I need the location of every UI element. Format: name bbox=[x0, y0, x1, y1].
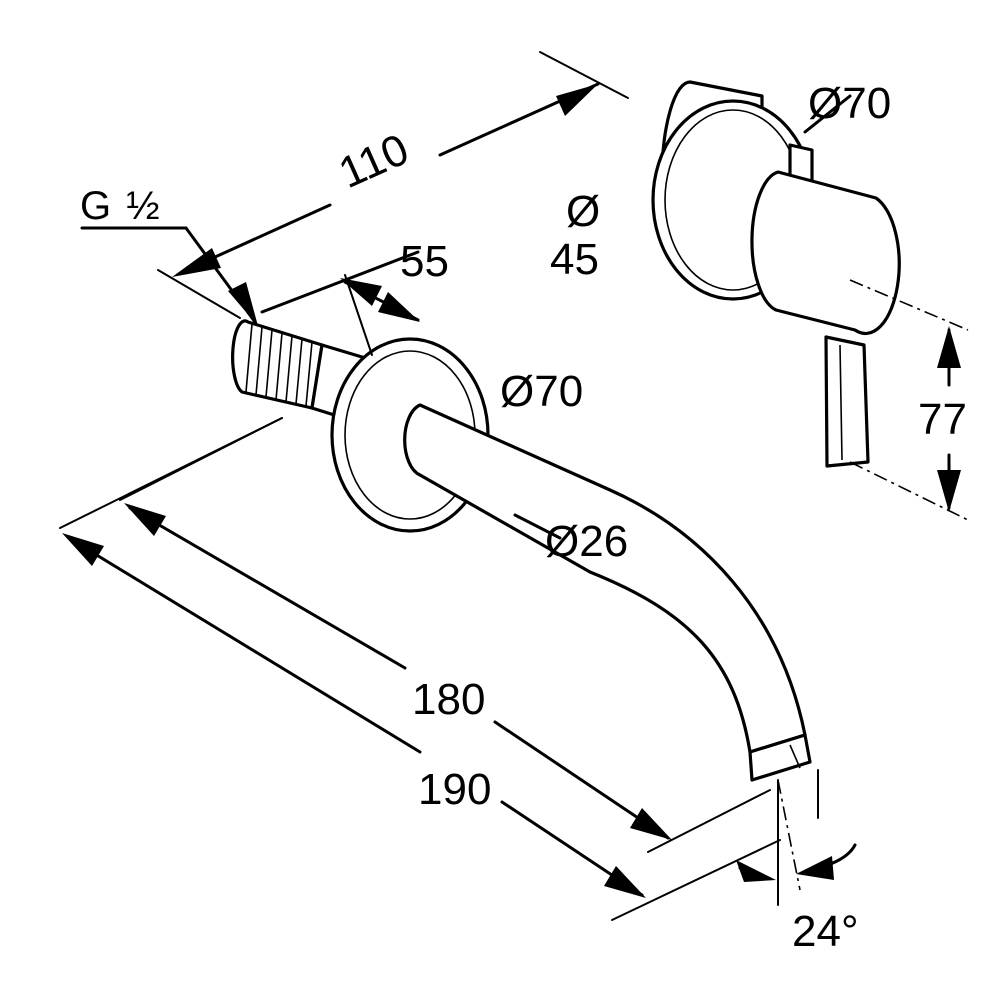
dim-55 bbox=[260, 250, 420, 356]
dim-190-arrow-left bbox=[62, 533, 104, 566]
dim-110-arrow-right bbox=[556, 84, 598, 116]
dim-77-arrow-top bbox=[937, 326, 961, 368]
dim-angle-arrow-left bbox=[736, 860, 776, 882]
mixer-body-diameter-symbol: Ø bbox=[566, 187, 601, 236]
dim-angle bbox=[736, 769, 857, 906]
spout-tube bbox=[403, 403, 807, 754]
dim-55-label: 55 bbox=[400, 237, 449, 286]
dim-77-label: 77 bbox=[918, 395, 967, 444]
dim-190-arrow-right bbox=[604, 866, 646, 898]
thread-leader bbox=[80, 226, 258, 326]
outlet-angle-label: 24° bbox=[792, 907, 859, 956]
dim-angle-arrow-right bbox=[796, 856, 834, 880]
dim-77 bbox=[849, 279, 969, 521]
mixer-assembly bbox=[651, 80, 901, 468]
dim-reach bbox=[59, 417, 781, 921]
thread-connector bbox=[231, 319, 324, 410]
dim-180-arrow-right bbox=[630, 808, 672, 840]
dim-55-arrow-b bbox=[378, 292, 420, 322]
dim-190-label: 190 bbox=[418, 765, 492, 814]
dim-180-label: 180 bbox=[412, 675, 486, 724]
mixer-handle-body bbox=[750, 170, 901, 336]
spout-leader bbox=[513, 513, 562, 540]
dim-55-arrow-a bbox=[340, 278, 382, 306]
mixer-rosette-diameter-label: Ø70 bbox=[808, 79, 892, 128]
spout-outlet bbox=[748, 733, 812, 782]
dim-180-arrow-left bbox=[124, 503, 166, 536]
mixer-body-diameter-value: 45 bbox=[550, 235, 599, 284]
thread-label: G ½ bbox=[80, 184, 162, 228]
dim-110 bbox=[157, 51, 629, 319]
mixer-lever bbox=[824, 335, 870, 468]
dim-77-arrow-bottom bbox=[937, 470, 961, 512]
mixer-lever-edge bbox=[839, 344, 843, 461]
spout-rosette-diameter-label: Ø70 bbox=[500, 367, 584, 416]
mixer-rosette-leader bbox=[803, 94, 852, 134]
thread-leader-arrow bbox=[228, 282, 258, 326]
thread-ridges bbox=[245, 323, 313, 407]
dim-110-arrow-left bbox=[172, 248, 221, 277]
spout-diameter-label: Ø26 bbox=[545, 517, 629, 566]
spout-outlet-detail bbox=[789, 744, 801, 769]
spout-assembly bbox=[231, 319, 812, 782]
